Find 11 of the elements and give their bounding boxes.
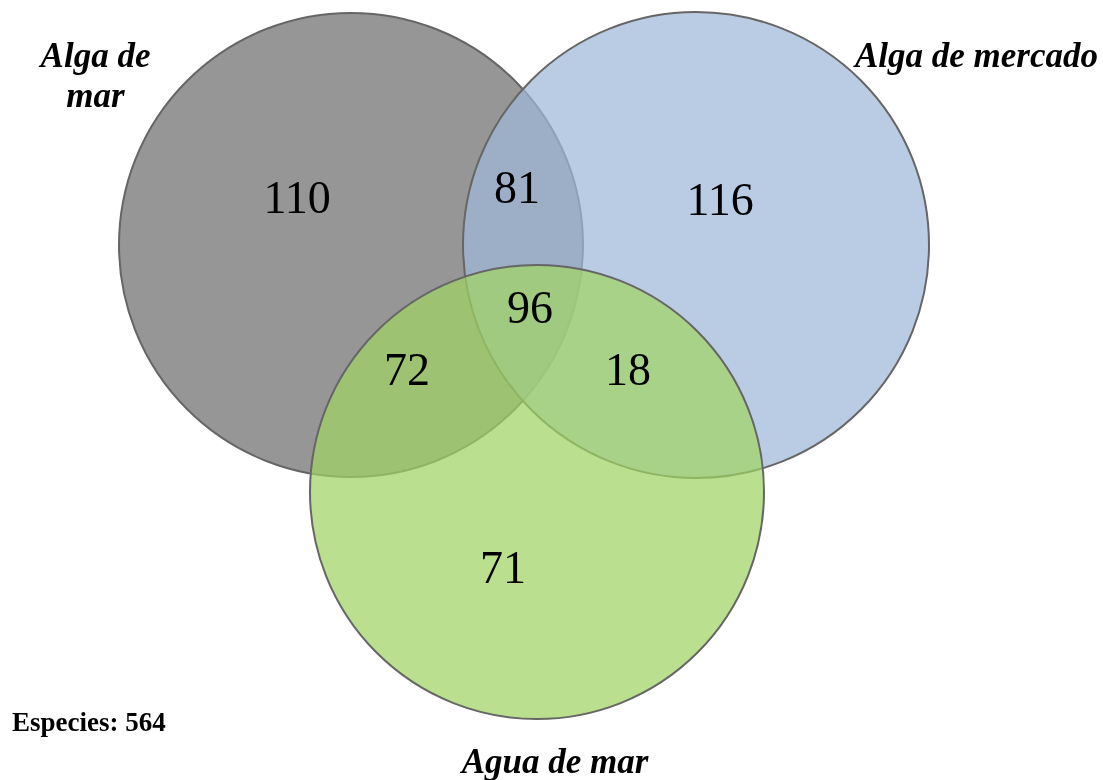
region-count: 18: [605, 345, 651, 395]
region-count: 116: [686, 175, 754, 225]
set-title: Alga de mercado: [855, 36, 1100, 76]
set-title: Agua de mar: [459, 742, 650, 780]
region-count: 72: [384, 345, 430, 395]
region-count: 71: [480, 543, 526, 593]
region-count: 81: [494, 163, 540, 213]
set-title: Alga de mar: [37, 36, 152, 116]
total-note: Especies: 564: [12, 707, 166, 737]
region-count: 110: [263, 173, 331, 223]
region-count: 96: [507, 283, 553, 333]
